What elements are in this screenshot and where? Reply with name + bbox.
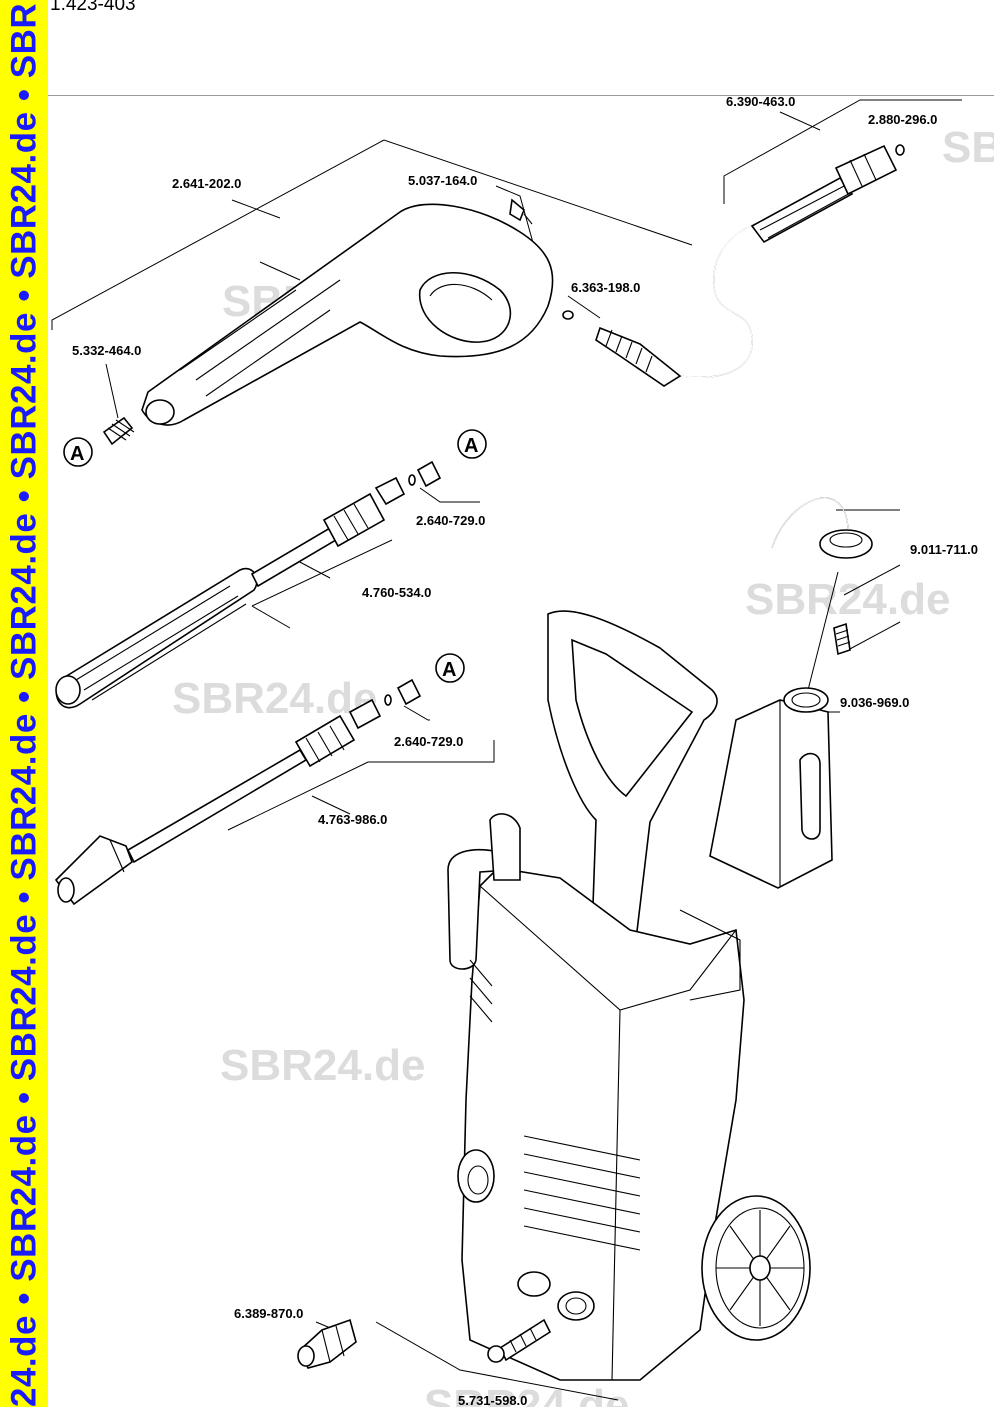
- watermark: SBR24.de: [220, 1041, 425, 1090]
- part-number-label: 9.036-969.0: [840, 695, 909, 710]
- svg-text:A: A: [442, 659, 456, 681]
- top-divider: [48, 95, 994, 96]
- detergent-tank: [709, 497, 873, 889]
- part-number-label: 2.641-202.0: [172, 176, 241, 191]
- callout-a: A: [63, 437, 93, 467]
- sidebar-watermark-strip: 24.de • SBR24.de • SBR24.de • SBR24.de •…: [0, 0, 48, 1407]
- part-number-label: 6.390-463.0: [726, 94, 795, 109]
- watermark: SBR24.de: [745, 575, 950, 624]
- svg-text:A: A: [70, 443, 84, 465]
- filter-insert: [487, 1318, 552, 1363]
- part-number-label: 6.363-198.0: [571, 280, 640, 295]
- watermark: SB: [942, 123, 994, 172]
- leader-lines: [51, 99, 962, 1401]
- high-pressure-hose: [562, 144, 905, 387]
- part-number-label: 4.760-534.0: [362, 585, 431, 600]
- callout-a: A: [435, 653, 465, 683]
- part-number-label: 2.640-729.0: [416, 513, 485, 528]
- part-labels: 6.390-463.0 2.880-296.0 2.641-202.0 5.03…: [72, 94, 978, 1407]
- part-number-label: 9.011-711.0: [910, 542, 978, 557]
- part-number-label: 5.731-598.0: [458, 1393, 527, 1407]
- callout-a: A: [457, 429, 487, 459]
- spring-part: [102, 416, 135, 446]
- part-number-label: 4.763-986.0: [318, 812, 387, 827]
- part-number-label: 5.332-464.0: [72, 343, 141, 358]
- spray-lance-rotor: [54, 678, 422, 906]
- watermark: SBR24.de: [172, 674, 377, 723]
- svg-text:A: A: [464, 435, 478, 457]
- part-number-label: 6.389-870.0: [234, 1306, 303, 1321]
- part-number-label: 5.037-164.0: [408, 173, 477, 188]
- pressure-washer-body: [447, 610, 811, 1381]
- watermark: SBR24.de: [424, 1381, 629, 1407]
- spray-lance-vario: [55, 460, 442, 709]
- document-number: 1.423-403: [50, 0, 136, 15]
- garden-hose-connector: [297, 1318, 357, 1369]
- part-number-label: 2.640-729.0: [394, 734, 463, 749]
- part-number-label: 2.880-296.0: [868, 112, 937, 127]
- trigger-gun: [141, 198, 554, 426]
